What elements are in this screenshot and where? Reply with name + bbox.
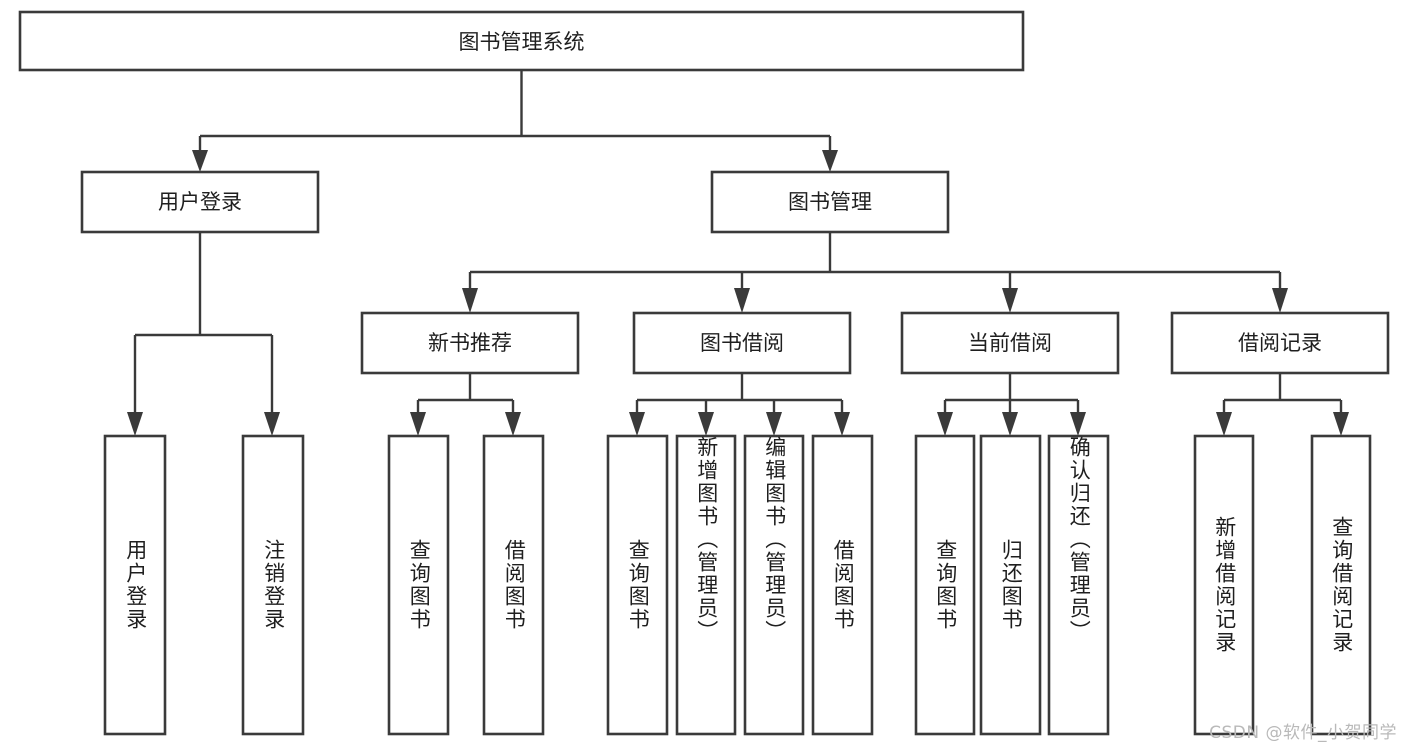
leaf-box-confirm-return[interactable] bbox=[1047, 434, 1110, 736]
connector-user-login-to-leaves bbox=[127, 232, 280, 436]
leaf-box-add-record[interactable] bbox=[1193, 434, 1255, 736]
node-root[interactable]: 图书管理系统 bbox=[18, 10, 1025, 72]
csdn-watermark: CSDN @软件_小贺同学 bbox=[1209, 723, 1397, 743]
node-borrow-record-label: 借阅记录 bbox=[1238, 331, 1322, 355]
node-new-book-recommend-label: 新书推荐 bbox=[428, 331, 512, 355]
connector-book-management-to-level2 bbox=[462, 232, 1288, 313]
arrow-head-icon bbox=[264, 412, 280, 436]
node-user-login-label: 用户登录 bbox=[158, 190, 242, 214]
node-new-book-recommend-box[interactable] bbox=[360, 311, 580, 375]
arrow-head-icon bbox=[734, 288, 750, 313]
connector-root-to-level1 bbox=[192, 70, 838, 172]
leaf-box-user-logout[interactable] bbox=[241, 434, 305, 736]
leaf-box-query-book-1[interactable] bbox=[387, 434, 450, 736]
leaf-box-query-record[interactable] bbox=[1310, 434, 1372, 736]
arrow-head-icon bbox=[698, 412, 714, 436]
arrow-head-icon bbox=[629, 412, 645, 436]
arrow-head-icon bbox=[1216, 412, 1232, 436]
arrow-head-icon bbox=[505, 412, 521, 436]
arrow-head-icon bbox=[1070, 412, 1086, 436]
node-root-box[interactable] bbox=[18, 10, 1025, 72]
node-current-borrow-box[interactable] bbox=[900, 311, 1120, 375]
leaf-box-return-book[interactable] bbox=[979, 434, 1042, 736]
arrow-head-icon bbox=[766, 412, 782, 436]
node-current-borrow-label: 当前借阅 bbox=[968, 331, 1052, 355]
node-user-login-box[interactable] bbox=[80, 170, 320, 234]
arrow-head-icon bbox=[127, 412, 143, 436]
arrow-head-icon bbox=[834, 412, 850, 436]
leaf-box-user-login[interactable] bbox=[103, 434, 167, 736]
arrow-head-icon bbox=[410, 412, 426, 436]
node-borrow-record[interactable]: 借阅记录 bbox=[1170, 311, 1390, 375]
arrow-head-icon bbox=[937, 412, 953, 436]
connector-book-borrow-to-leaves bbox=[629, 373, 850, 436]
node-book-borrow-label: 图书借阅 bbox=[700, 331, 784, 355]
connector-borrow-record-to-leaves bbox=[1216, 373, 1349, 436]
node-new-book-recommend[interactable]: 新书推荐 bbox=[360, 311, 580, 375]
arrow-head-icon bbox=[1333, 412, 1349, 436]
leaf-box-query-book-2[interactable] bbox=[606, 434, 669, 736]
leaf-box-add-book[interactable] bbox=[675, 434, 737, 736]
connector-current-borrow-to-leaves bbox=[937, 373, 1086, 436]
node-book-management[interactable]: 图书管理 bbox=[710, 170, 950, 234]
arrow-head-icon bbox=[822, 150, 838, 172]
leaf-box-query-book-3[interactable] bbox=[914, 434, 976, 736]
node-book-management-label: 图书管理 bbox=[788, 190, 872, 214]
node-user-login[interactable]: 用户登录 bbox=[80, 170, 320, 234]
leaf-box-edit-book[interactable] bbox=[743, 434, 805, 736]
connector-new-book-recommend-to-leaves bbox=[410, 373, 521, 436]
arrow-head-icon bbox=[1002, 412, 1018, 436]
node-current-borrow[interactable]: 当前借阅 bbox=[900, 311, 1120, 375]
node-root-label: 图书管理系统 bbox=[459, 30, 585, 54]
leaf-box-borrow-book-2[interactable] bbox=[811, 434, 874, 736]
leaf-box-borrow-book-1[interactable] bbox=[482, 434, 545, 736]
arrow-head-icon bbox=[1002, 288, 1018, 313]
arrow-head-icon bbox=[1272, 288, 1288, 313]
arrow-head-icon bbox=[462, 288, 478, 313]
arrow-head-icon bbox=[192, 150, 208, 172]
node-book-borrow[interactable]: 图书借阅 bbox=[632, 311, 852, 375]
